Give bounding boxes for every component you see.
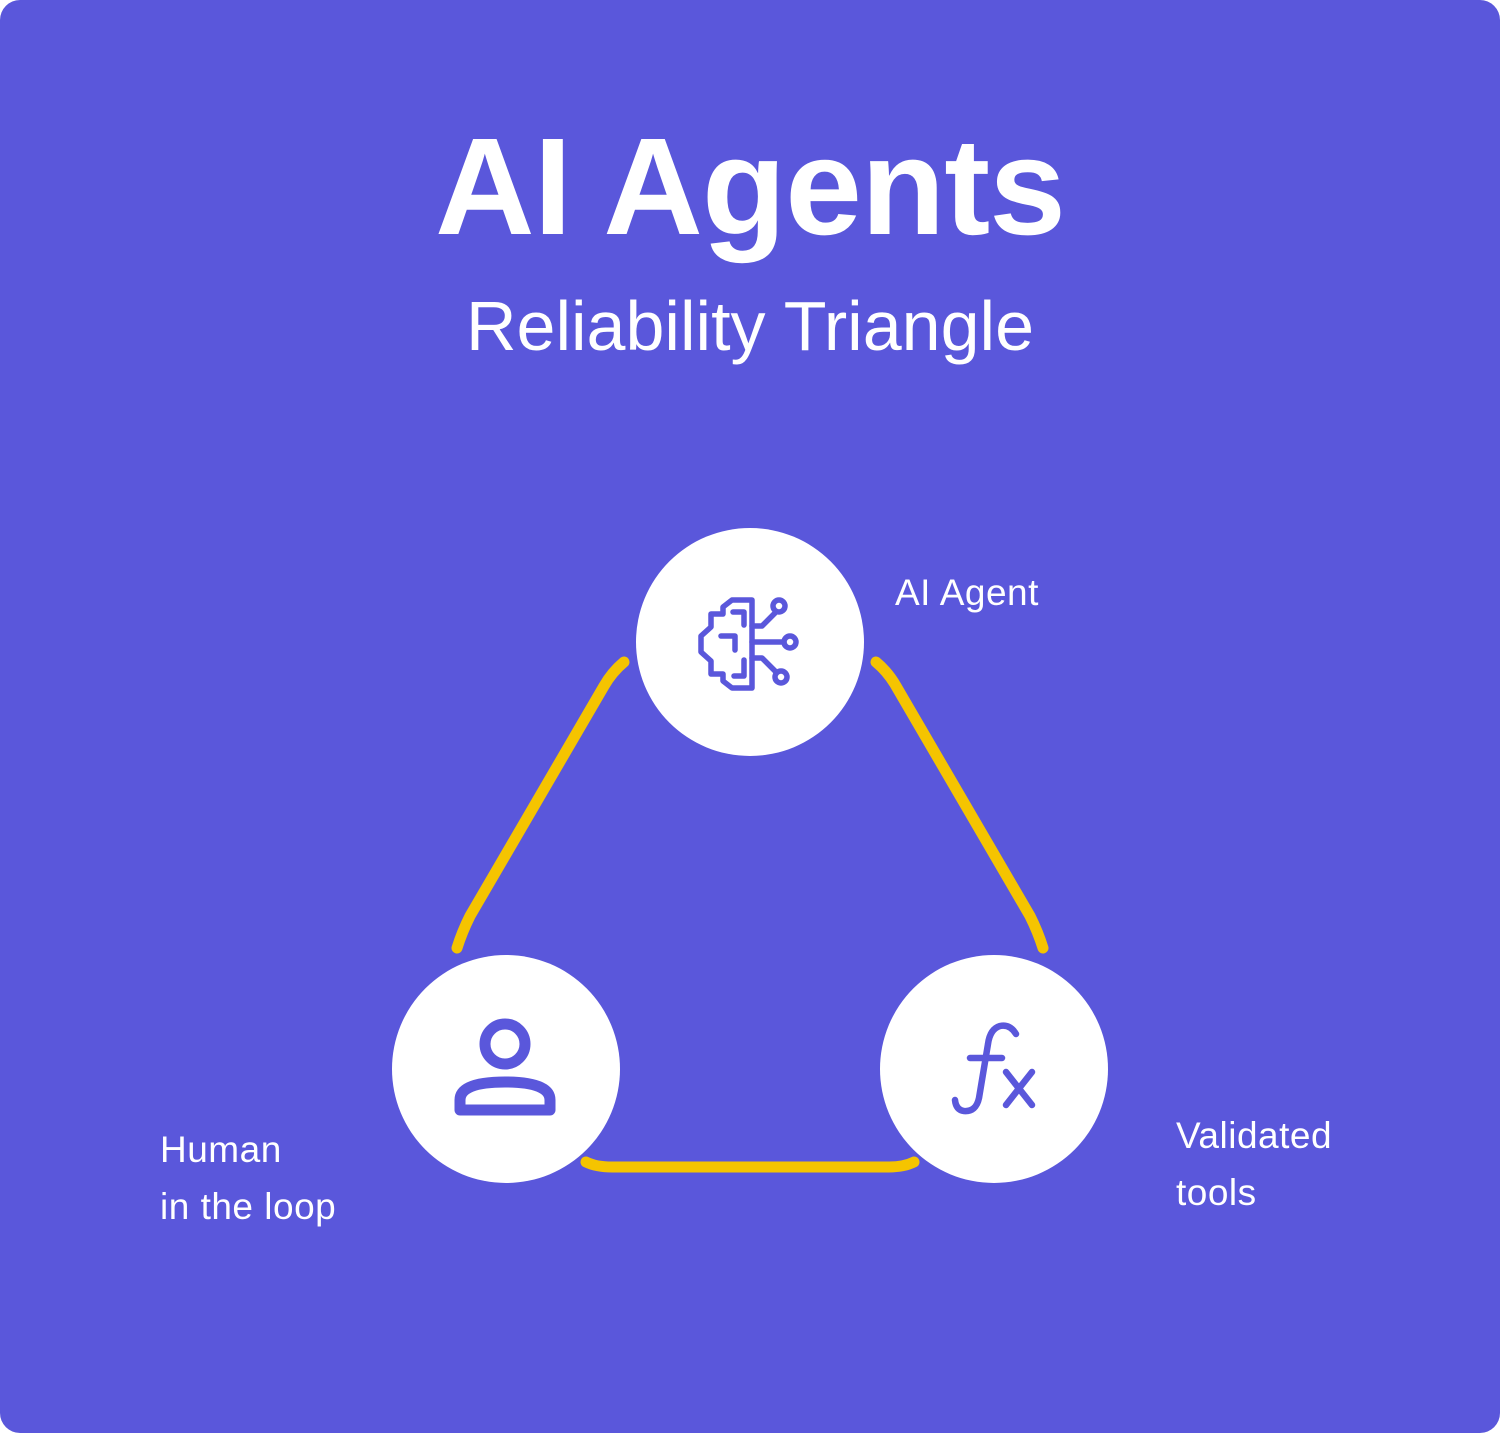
- brain-circuit-icon: [698, 597, 799, 691]
- node-human-label-line-2: in the loop: [160, 1186, 337, 1227]
- node-human: [392, 955, 620, 1183]
- node-agent-label-text: AI Agent: [895, 572, 1039, 613]
- edge-agent-human: [451, 656, 630, 954]
- node-human-label-line-1: Human: [160, 1129, 282, 1170]
- node-tools-label-line-1: Validated: [1176, 1115, 1333, 1156]
- node-agent-label: AI Agent: [895, 564, 1039, 621]
- node-tools-label: Validated tools: [1176, 1107, 1332, 1221]
- node-agent: [636, 528, 864, 756]
- function-icon: [951, 1022, 1036, 1115]
- node-human-label: Human in the loop: [160, 1121, 336, 1235]
- page-title: AI Agents: [435, 110, 1066, 264]
- node-tools-label-line-2: tools: [1176, 1172, 1257, 1213]
- node-tools: [880, 955, 1108, 1183]
- page-subtitle: Reliability Triangle: [465, 287, 1035, 365]
- edge-agent-tools: [870, 656, 1049, 954]
- person-icon: [454, 1018, 556, 1116]
- edge-human-tools: [580, 1156, 920, 1173]
- node-tools-circle: [880, 955, 1108, 1183]
